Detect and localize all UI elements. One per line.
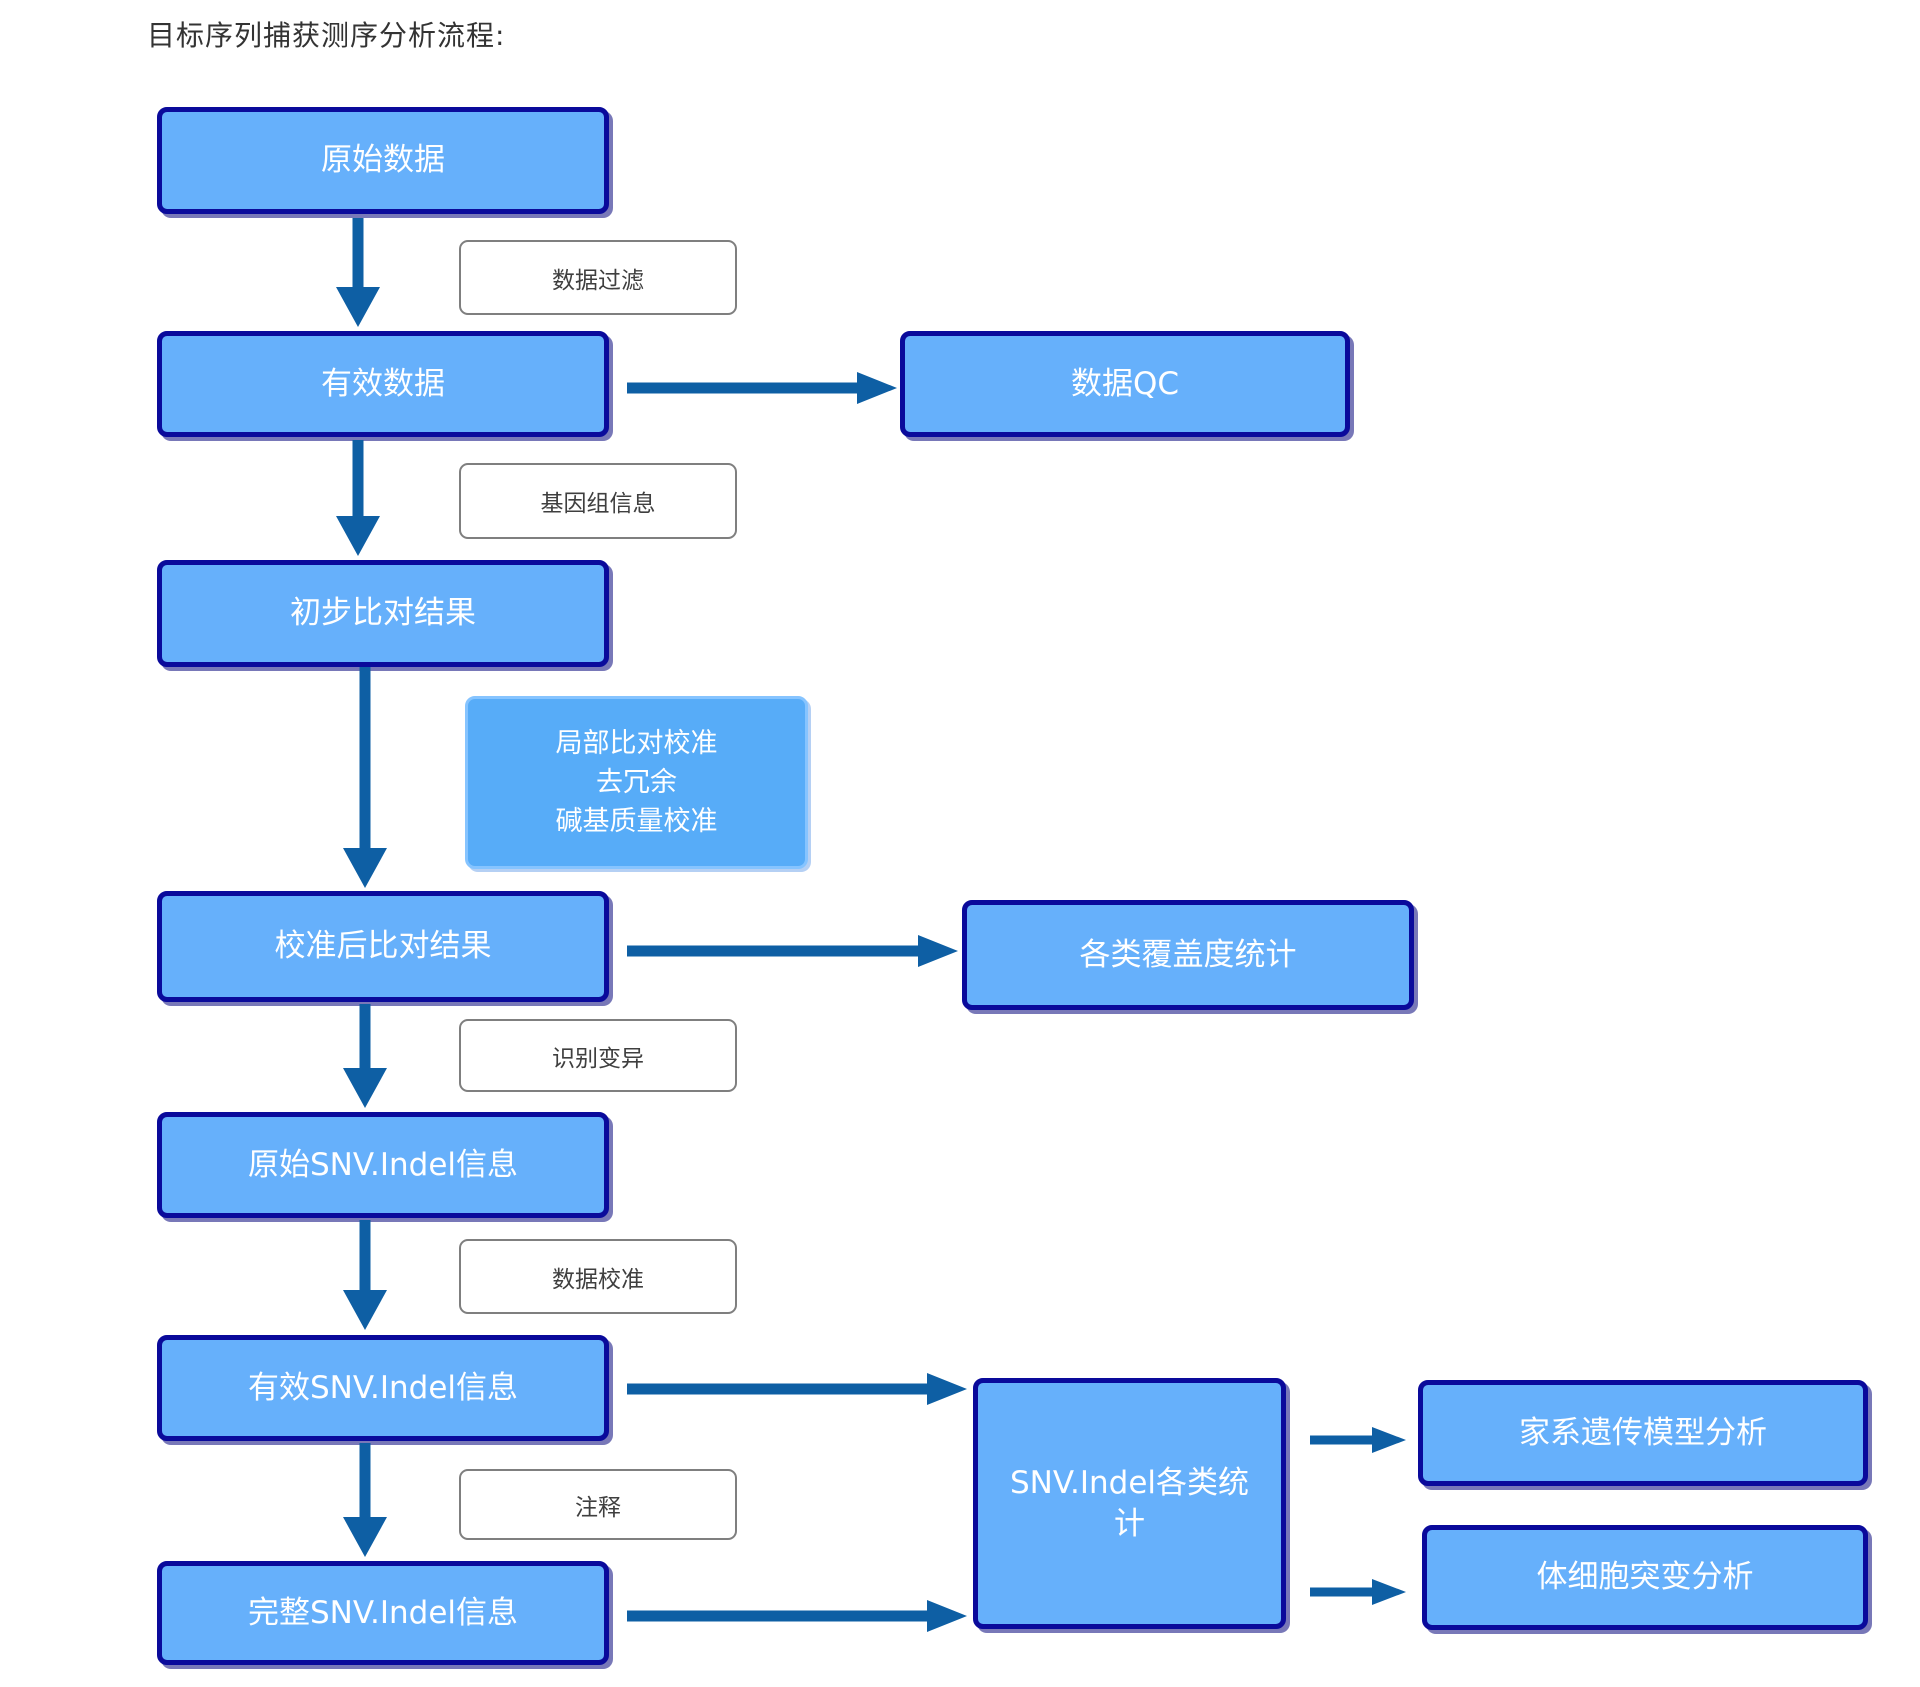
node-snv-indel-stats: SNV.Indel各类统计 xyxy=(973,1378,1286,1629)
arrow-down-head xyxy=(336,287,380,327)
node-raw-data: 原始数据 xyxy=(157,107,609,214)
arrow-completesnv-to-stats xyxy=(627,1600,967,1632)
node-coverage-stats: 各类覆盖度统计 xyxy=(962,900,1414,1010)
label-genome-info: 基因组信息 xyxy=(459,463,737,539)
node-valid-data: 有效数据 xyxy=(157,331,609,437)
node-data-qc-label: 数据QC xyxy=(1070,365,1180,402)
arrow-stats-to-somatic xyxy=(1310,1578,1406,1606)
arrow-right-head xyxy=(857,372,897,404)
label-data-filter: 数据过滤 xyxy=(459,240,737,315)
arrow-stats-to-family xyxy=(1310,1426,1406,1454)
node-snv-indel-stats-label: SNV.Indel各类统计 xyxy=(1009,1465,1250,1542)
arrow-right-head xyxy=(918,935,958,967)
label-annotation: 注释 xyxy=(459,1469,737,1540)
arrow-right-head xyxy=(1372,1579,1406,1605)
arrow-rawsnv-to-validsnv xyxy=(343,1220,387,1330)
node-calibrated-alignment-label: 校准后比对结果 xyxy=(274,928,492,965)
arrow-shaft xyxy=(352,440,364,516)
realignment-line-2: 去冗余 xyxy=(596,766,677,798)
node-data-qc: 数据QC xyxy=(900,331,1350,437)
arrow-shaft xyxy=(1310,1435,1372,1445)
node-raw-data-label: 原始数据 xyxy=(321,142,445,179)
node-complete-snv-indel-label: 完整SNV.Indel信息 xyxy=(247,1594,519,1631)
arrow-down-head xyxy=(343,848,387,888)
arrow-right-head xyxy=(927,1600,967,1632)
node-coverage-stats-label: 各类覆盖度统计 xyxy=(1079,936,1297,973)
arrow-valid-to-qc xyxy=(627,372,897,404)
arrow-down-head xyxy=(343,1068,387,1108)
arrow-valid-to-prelim xyxy=(336,440,380,556)
node-family-genetic-model-label: 家系遗传模型分析 xyxy=(1519,1414,1767,1451)
label-identify-variants: 识别变异 xyxy=(459,1019,737,1092)
arrow-shaft xyxy=(627,382,857,394)
arrow-shaft xyxy=(359,1443,371,1517)
page-title: 目标序列捕获测序分析流程: xyxy=(147,19,506,52)
node-family-genetic-model: 家系遗传模型分析 xyxy=(1418,1380,1868,1486)
arrow-down-head xyxy=(336,516,380,556)
arrow-shaft xyxy=(1310,1587,1372,1597)
arrow-shaft xyxy=(627,1383,927,1395)
arrow-validsnv-to-stats xyxy=(627,1373,967,1405)
label-data-calibration: 数据校准 xyxy=(459,1239,737,1314)
label-genome-info-text: 基因组信息 xyxy=(540,491,656,517)
node-raw-snv-indel-label: 原始SNV.Indel信息 xyxy=(247,1146,519,1183)
node-valid-snv-indel-label: 有效SNV.Indel信息 xyxy=(247,1369,519,1406)
arrow-right-head xyxy=(1372,1427,1406,1453)
arrow-raw-to-valid xyxy=(336,218,380,327)
arrow-calibrated-to-coverage xyxy=(627,935,958,967)
label-annotation-text: 注释 xyxy=(575,1494,621,1521)
label-data-filter-text: 数据过滤 xyxy=(552,267,644,294)
node-preliminary-alignment: 初步比对结果 xyxy=(157,560,609,667)
arrow-shaft xyxy=(359,1004,371,1068)
realignment-line-1: 局部比对校准 xyxy=(555,727,718,759)
node-valid-snv-indel: 有效SNV.Indel信息 xyxy=(157,1335,609,1441)
label-realignment-steps: 局部比对校准 去冗余 碱基质量校准 xyxy=(465,696,808,869)
arrow-shaft xyxy=(627,1610,927,1622)
arrow-validsnv-to-completesnv xyxy=(343,1443,387,1557)
arrow-calibrated-to-rawsnv xyxy=(343,1004,387,1108)
arrow-shaft xyxy=(627,945,918,957)
node-preliminary-alignment-label: 初步比对结果 xyxy=(290,595,476,632)
arrow-shaft xyxy=(359,667,371,848)
node-valid-data-label: 有效数据 xyxy=(321,365,445,402)
arrow-shaft xyxy=(359,1220,371,1290)
label-data-calibration-text: 数据校准 xyxy=(552,1266,644,1293)
arrow-right-head xyxy=(927,1373,967,1405)
arrow-down-head xyxy=(343,1290,387,1330)
node-somatic-mutation-label: 体细胞突变分析 xyxy=(1536,1559,1754,1596)
node-calibrated-alignment: 校准后比对结果 xyxy=(157,891,609,1002)
node-somatic-mutation: 体细胞突变分析 xyxy=(1422,1525,1868,1630)
arrow-prelim-to-calibrated xyxy=(343,667,387,888)
label-identify-variants-text: 识别变异 xyxy=(552,1045,644,1072)
arrow-shaft xyxy=(352,218,364,287)
node-complete-snv-indel: 完整SNV.Indel信息 xyxy=(157,1561,609,1665)
realignment-line-3: 碱基质量校准 xyxy=(555,806,718,838)
node-raw-snv-indel: 原始SNV.Indel信息 xyxy=(157,1112,609,1218)
arrow-down-head xyxy=(343,1517,387,1557)
